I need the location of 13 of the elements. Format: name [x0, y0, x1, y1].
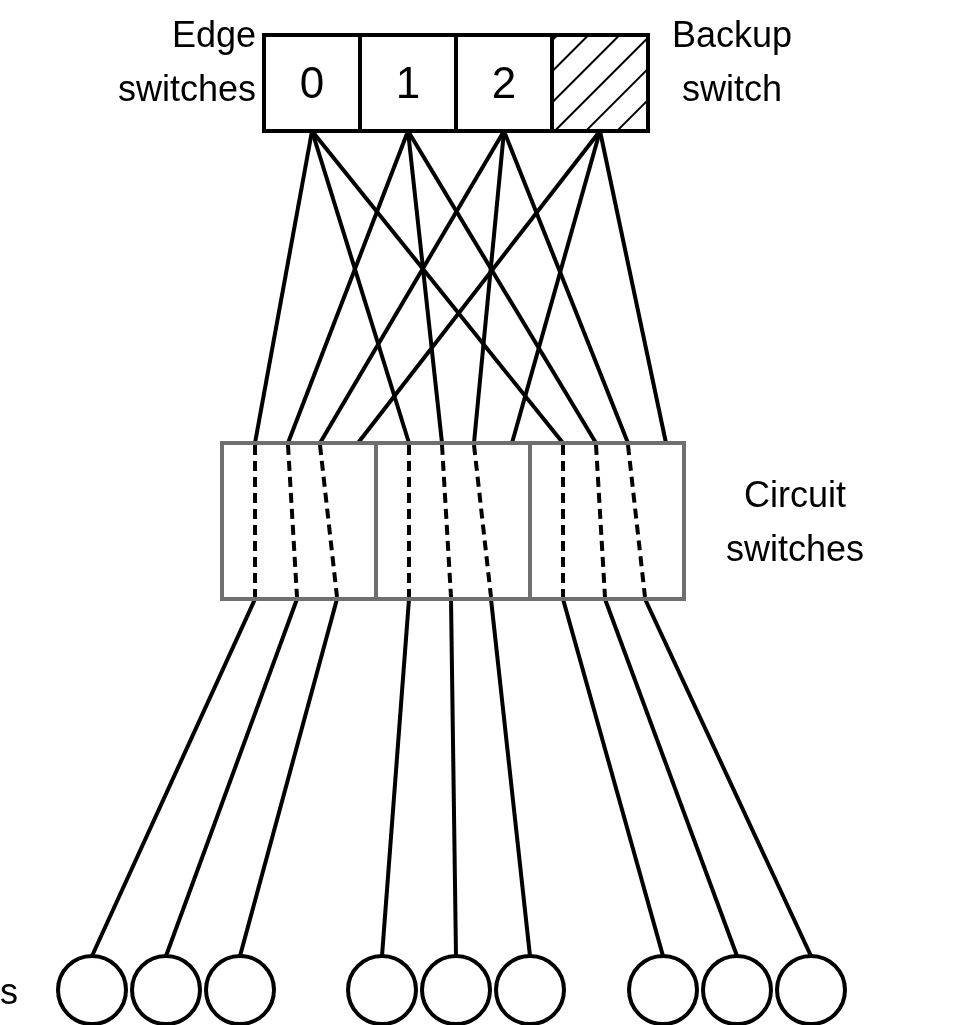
connection-line — [238, 598, 339, 957]
connection-line — [90, 598, 257, 957]
switch-label: Circuit switches — [724, 473, 865, 571]
connection-line — [561, 598, 665, 957]
connection-line — [380, 598, 411, 957]
connection-line — [489, 598, 532, 957]
connection-line — [449, 598, 458, 957]
connection-line — [164, 598, 299, 957]
switch-label: s — [0, 970, 19, 1014]
switch-label: Edge switches — [116, 13, 256, 111]
connection-line — [643, 598, 813, 957]
switch-label: Backup switch — [670, 13, 794, 111]
connection-line — [603, 598, 739, 957]
